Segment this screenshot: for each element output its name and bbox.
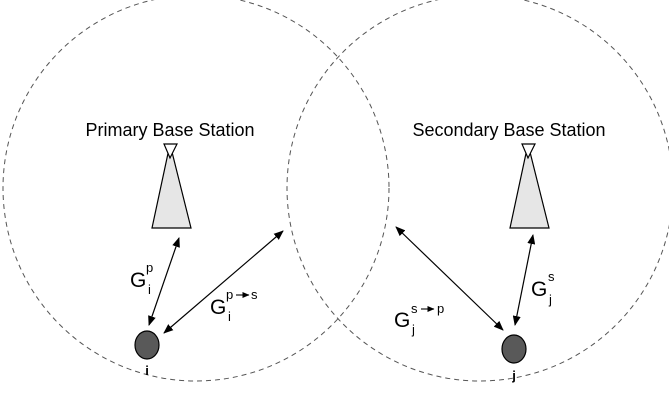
svg-text:s: s [548,269,555,284]
user-node-j [501,334,527,364]
gain-label-j-secondary: G s j [531,269,555,307]
svg-text:p: p [226,287,233,302]
svg-text:p: p [146,260,153,275]
link-i-secondary [163,230,284,334]
gain-label-j-cross: G s p j [394,301,444,337]
gain-label-i-primary: G p i [130,260,153,297]
svg-text:i: i [148,282,151,297]
svg-text:G: G [394,309,410,332]
user-node-i [134,330,160,360]
node-i-label: i [145,363,149,378]
primary-antenna-icon [151,143,192,229]
link-j-primary [395,226,504,331]
secondary-coverage-circle [286,0,669,382]
svg-text:s: s [251,287,258,302]
gain-label-i-cross: G p s i [210,287,258,324]
link-j-secondary [512,234,536,326]
link-i-primary [148,237,180,326]
node-j-label: j [511,368,516,383]
primary-coverage-circle [2,0,390,382]
svg-text:G: G [130,269,146,292]
svg-text:j: j [548,292,552,307]
secondary-antenna-icon [509,143,550,229]
svg-text:G: G [531,278,547,301]
svg-text:s: s [411,301,418,316]
secondary-station-label: Secondary Base Station [412,120,605,140]
svg-text:p: p [437,301,444,316]
svg-text:G: G [210,296,226,319]
svg-text:j: j [411,322,415,337]
svg-text:i: i [228,309,231,324]
primary-station-label: Primary Base Station [85,120,254,140]
